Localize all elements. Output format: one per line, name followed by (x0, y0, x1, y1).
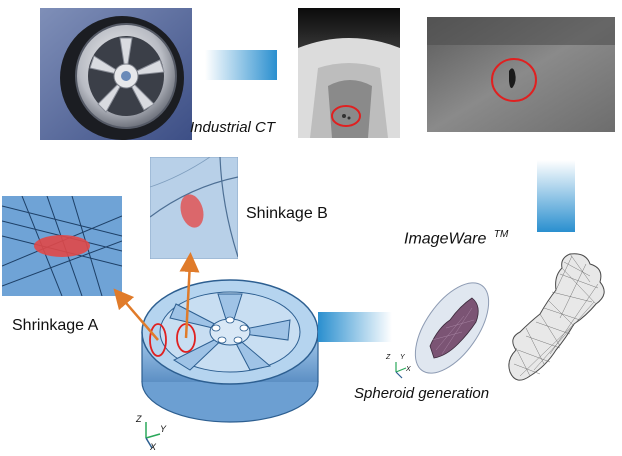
defect-marker (331, 105, 361, 127)
defect-marker (491, 58, 537, 102)
axis-y-label: Y (160, 424, 167, 434)
axis-x-label-small: X (406, 366, 411, 373)
flow-arrow-right-2 (318, 312, 392, 342)
axis-x-label: X (150, 442, 157, 452)
flow-arrow-down (537, 160, 575, 232)
ct-zoom-image (427, 17, 615, 132)
axis-triad-cad: Z Y X (132, 412, 172, 452)
industrial-ct-label: Industrial CT (190, 119, 276, 136)
mesh-defect-model (500, 246, 618, 394)
shrinkage-a-zoom (2, 196, 122, 296)
axis-z-label: Z (136, 414, 142, 424)
spheroid-model (402, 276, 502, 384)
wheel-photo (40, 8, 192, 140)
ct-slice-wheel (298, 8, 400, 138)
wheel-cad-model (130, 252, 330, 432)
shrinkage-b-label: Shinkage B (246, 205, 328, 222)
axis-y-label-small: Y (400, 354, 405, 361)
flow-arrow-right-1 (205, 50, 277, 80)
shrinkage-a-label: Shrinkage A (12, 317, 99, 334)
axis-triad-spheroid: Z Y X (386, 354, 416, 380)
defect-marker (34, 235, 90, 257)
axis-z-label-small: Z (386, 354, 391, 361)
shrinkage-b-zoom (150, 157, 238, 259)
imageware-trademark: TM (493, 229, 509, 240)
spheroid-generation-label: Spheroid generation (354, 385, 490, 402)
defect-marker (180, 194, 204, 228)
imageware-label: ImageWare TM (404, 229, 508, 248)
imageware-text: ImageWare (404, 230, 487, 248)
